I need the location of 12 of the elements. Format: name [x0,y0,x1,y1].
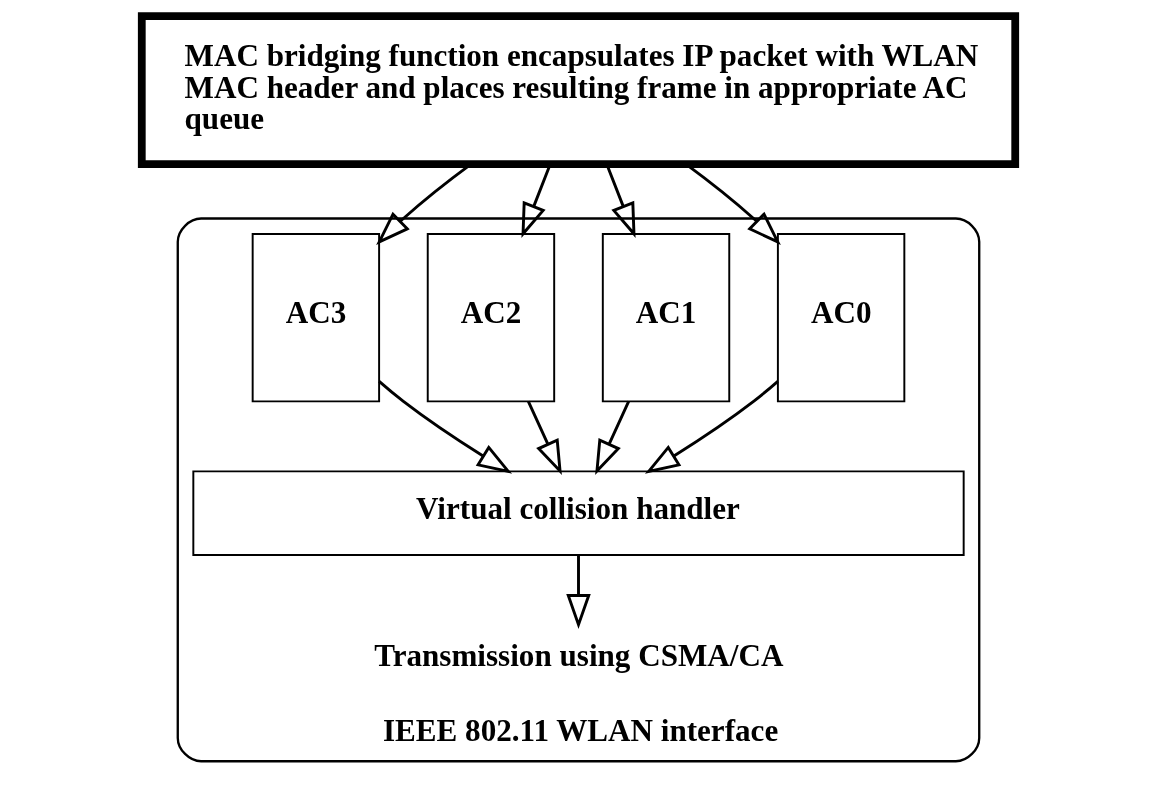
node-box: Virtual collision handler [192,470,965,556]
node-box: AC0 [776,233,906,403]
node-box: AC1 [601,233,731,403]
node-text: Transmission using CSMA/CA [374,637,784,673]
arrow [566,555,591,630]
node-box: AC3 [251,233,381,403]
node-box: MAC bridging function encapsulates IP packet with WLAN MAC header and places resulting frame in appropriate AC queue [137,12,1020,168]
arrow [644,380,779,474]
arrow [527,400,562,475]
arrow [595,400,630,475]
node-box: AC2 [426,233,556,403]
arrow [378,380,513,474]
